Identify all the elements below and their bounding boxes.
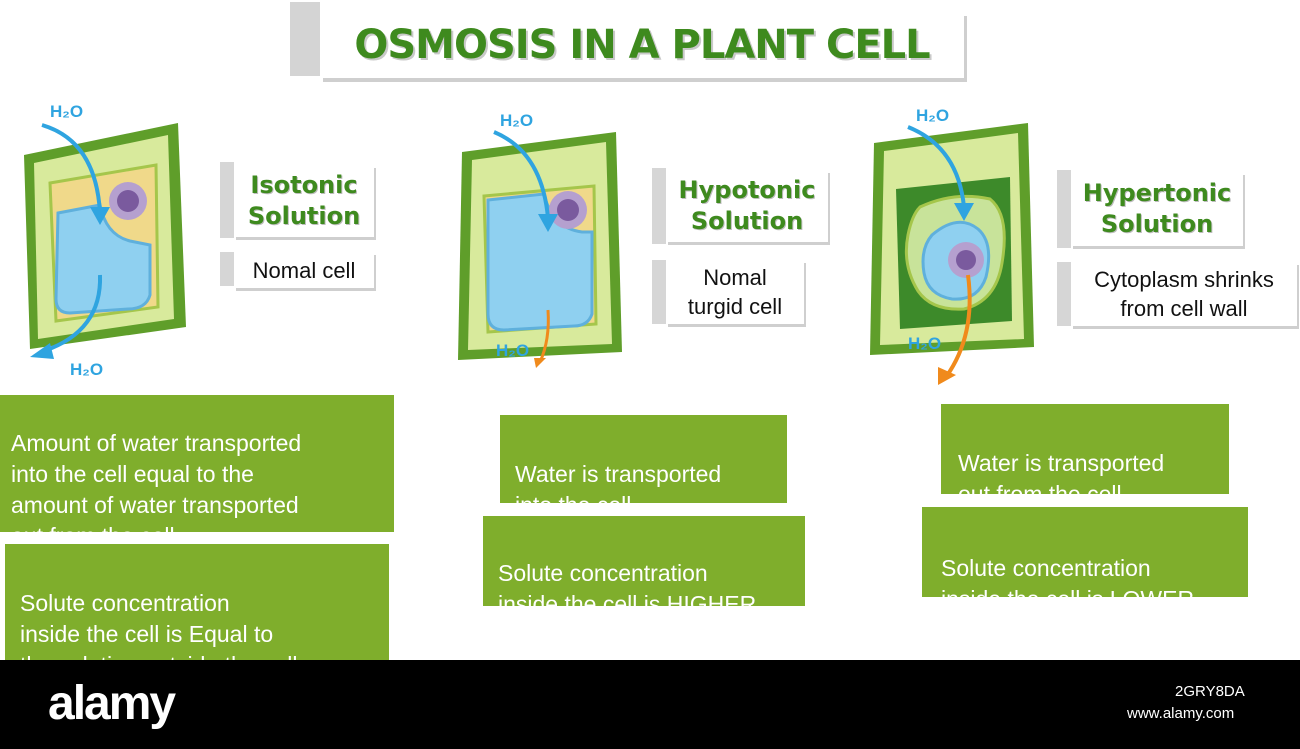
description-text: Cytoplasm shrinks from cell wall <box>1094 265 1274 323</box>
label-accent <box>1057 170 1071 248</box>
label-accent <box>1057 262 1071 326</box>
page-title: OSMOSIS IN A PLANT CELL <box>354 22 929 68</box>
hypertonic-solution-label: Hypertonic Solution <box>1071 172 1243 246</box>
label-accent <box>220 252 234 286</box>
h2o-label-in: H₂O <box>916 106 949 125</box>
title-box: OSMOSIS IN A PLANT CELL <box>320 12 964 78</box>
hypotonic-cell-description: Nomal turgid cell <box>666 260 804 324</box>
watermark-footer <box>0 660 1300 749</box>
title-accent <box>290 2 320 76</box>
info-text: Water is transported out from the cell <box>958 450 1164 507</box>
solution-title: Hypertonic Solution <box>1083 178 1232 240</box>
hypotonic-info-box-1: Water is transported into the cell <box>500 415 787 503</box>
description-text: Nomal turgid cell <box>688 263 782 321</box>
h2o-label-out: H₂O <box>496 341 529 360</box>
hypertonic-info-box-2: Solute concentration inside the cell is … <box>922 507 1248 597</box>
hypertonic-cell-description: Cytoplasm shrinks from cell wall <box>1071 262 1297 326</box>
isotonic-solution-label: Isotonic Solution <box>234 165 374 237</box>
h2o-label-out: H₂O <box>70 360 103 379</box>
h2o-label-in: H₂O <box>50 102 83 121</box>
alamy-logo: alamy <box>48 676 174 731</box>
watermark-url: www.alamy.com <box>1127 705 1234 722</box>
hypertonic-cell-diagram: H₂O H₂O <box>862 95 1052 390</box>
isotonic-cell-description: Nomal cell <box>234 252 374 288</box>
isotonic-info-box-1: Amount of water transported into the cel… <box>0 395 394 532</box>
hypotonic-info-box-2: Solute concentration inside the cell is … <box>483 516 805 606</box>
info-text: Solute concentration inside the cell is … <box>498 560 756 617</box>
image-id: 2GRY8DA <box>1175 683 1245 700</box>
solution-title: Hypotonic Solution <box>679 175 816 237</box>
info-text: Solute concentration inside the cell is … <box>941 555 1194 612</box>
isotonic-cell-diagram: H₂O H₂O <box>10 95 200 385</box>
solution-title: Isotonic Solution <box>248 170 360 232</box>
info-text: Water is transported into the cell <box>515 461 721 518</box>
h2o-label-out: H₂O <box>908 334 941 353</box>
label-accent <box>220 162 234 238</box>
hypotonic-cell-diagram: H₂O H₂O <box>448 100 638 380</box>
h2o-label-in: H₂O <box>500 111 533 130</box>
hypertonic-info-box-1: Water is transported out from the cell <box>941 404 1229 494</box>
hypotonic-solution-label: Hypotonic Solution <box>666 170 828 242</box>
info-text: Amount of water transported into the cel… <box>11 430 301 549</box>
isotonic-info-box-2: Solute concentration inside the cell is … <box>5 544 389 660</box>
label-accent <box>652 168 666 244</box>
description-text: Nomal cell <box>253 256 356 285</box>
label-accent <box>652 260 666 324</box>
